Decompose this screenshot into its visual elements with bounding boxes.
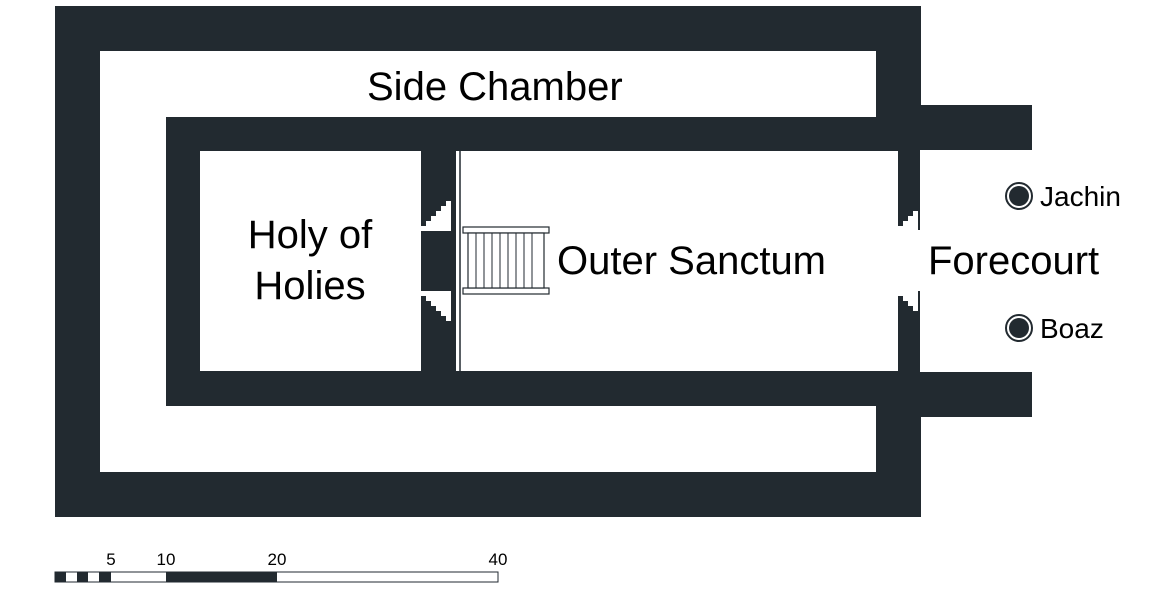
- jachin-label: Jachin: [1040, 181, 1121, 212]
- pillar-jachin-core: [1009, 186, 1029, 206]
- forecourt-label: Forecourt: [928, 239, 1099, 283]
- scale-label-5: 5: [106, 550, 115, 569]
- front-wall-south: [898, 291, 920, 372]
- scale-label-10: 10: [157, 550, 176, 569]
- steps: [462, 226, 550, 295]
- pillar-boaz-core: [1009, 318, 1029, 338]
- porch-wall-south: [915, 372, 1032, 417]
- outer-sanctum-label: Outer Sanctum: [557, 239, 826, 283]
- front-door-steps-south: [898, 291, 918, 311]
- holy-of-holies-label-line2: Holies: [254, 264, 365, 308]
- porch-wall-north: [915, 105, 1032, 150]
- scale-label-40: 40: [489, 550, 508, 569]
- side-chamber-label: Side Chamber: [367, 65, 623, 109]
- front-wall-north: [898, 150, 920, 230]
- boaz-label: Boaz: [1040, 313, 1104, 344]
- scale-bar: 5 10 20 40: [54, 550, 508, 583]
- scale-label-20: 20: [268, 550, 287, 569]
- partition-door-steps-south: [421, 291, 451, 321]
- front-door-steps-north: [898, 211, 918, 231]
- holy-of-holies-room: [200, 151, 421, 371]
- partition-door-steps-north: [421, 201, 451, 231]
- holy-of-holies-label-line1: Holy of: [248, 213, 373, 257]
